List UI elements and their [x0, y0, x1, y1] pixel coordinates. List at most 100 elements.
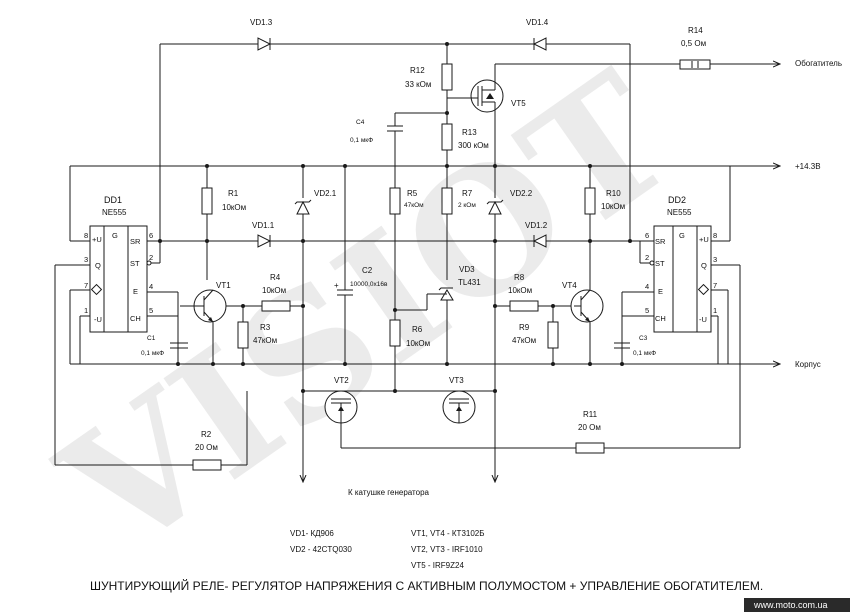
svg-text:3: 3 — [713, 255, 717, 264]
resistor-r13: R13 300 кОм — [441, 123, 489, 188]
legend-vt5: VT5 - IRF9Z24 — [411, 561, 464, 570]
svg-text:CH: CH — [655, 314, 666, 323]
svg-text:20 Ом: 20 Ом — [578, 423, 601, 432]
legend-vd1: VD1- КД906 — [290, 529, 334, 538]
resistor-r9: R9 47кОм — [512, 306, 559, 364]
resistor-r6: R6 10кОм — [389, 319, 430, 391]
svg-text:8: 8 — [713, 231, 717, 240]
svg-text:6: 6 — [645, 231, 649, 240]
svg-text:VT1: VT1 — [216, 281, 231, 290]
svg-text:+U: +U — [699, 235, 709, 244]
svg-text:+U: +U — [92, 235, 102, 244]
svg-text:-U: -U — [94, 315, 102, 324]
capacitor-c2: + C2 10000,0х16в — [334, 166, 388, 364]
legend-vt2-vt3: VT2, VT3 - IRF1010 — [411, 545, 483, 554]
svg-text:2 кОм: 2 кОм — [458, 202, 476, 209]
svg-text:VD1.1: VD1.1 — [252, 221, 275, 230]
svg-text:ST: ST — [655, 259, 665, 268]
footer-badge — [744, 598, 850, 612]
svg-text:10кОм: 10кОм — [262, 286, 286, 295]
svg-text:VD1.4: VD1.4 — [526, 18, 549, 27]
svg-text:SR: SR — [655, 237, 666, 246]
resistor-r7: R7 2 кОм — [441, 187, 476, 280]
svg-text:VD2.2: VD2.2 — [510, 189, 533, 198]
svg-text:R12: R12 — [410, 66, 425, 75]
svg-text:R3: R3 — [260, 323, 271, 332]
svg-text:G: G — [679, 231, 685, 240]
svg-text:3: 3 — [84, 255, 88, 264]
svg-text:R9: R9 — [519, 323, 530, 332]
svg-text:1: 1 — [84, 306, 88, 315]
resistor-r11: R11 20 Ом — [341, 410, 740, 454]
svg-text:4: 4 — [645, 282, 649, 291]
resistor-r5: R5 47кОм — [389, 187, 424, 320]
svg-text:0,1 мкФ: 0,1 мкФ — [141, 350, 164, 357]
svg-text:R14: R14 — [688, 26, 703, 35]
chip-dd1: DD1 NE555 +U Q -U G SR ST E CH 8 3 7 1 6… — [54, 166, 179, 465]
resistor-r3: R3 47кОм — [237, 306, 277, 364]
svg-text:10кОм: 10кОм — [601, 202, 625, 211]
svg-text:8: 8 — [84, 231, 88, 240]
svg-text:10000,0х16в: 10000,0х16в — [350, 281, 388, 288]
svg-text:2: 2 — [645, 253, 649, 262]
svg-text:Q: Q — [701, 261, 707, 270]
mosfet-vt3: VT3 — [395, 376, 495, 424]
parts-legend: VD1- КД906 VD2 - 42CTQ030 VT1, VT4 - КТ3… — [290, 529, 485, 570]
svg-text:E: E — [133, 287, 138, 296]
resistor-r1: R1 10кОм — [201, 166, 246, 280]
schematic-title: ШУНТИРУЮЩИЙ РЕЛЕ- РЕГУЛЯТОР НАПРЯЖЕНИЯ С… — [90, 578, 763, 593]
supply-output-label: +14.3В — [795, 162, 821, 171]
svg-text:SR: SR — [130, 237, 141, 246]
svg-text:10кОм: 10кОм — [406, 339, 430, 348]
svg-text:R4: R4 — [270, 273, 281, 282]
svg-text:TL431: TL431 — [458, 278, 481, 287]
svg-text:0,5 Ом: 0,5 Ом — [681, 39, 706, 48]
resistor-r10: R10 10кОм — [584, 166, 625, 290]
dd2-ref: DD2 — [668, 195, 686, 205]
svg-text:-U: -U — [699, 315, 707, 324]
capacitor-c1: C1 0,1 мкФ — [141, 315, 188, 364]
svg-text:ST: ST — [130, 259, 140, 268]
svg-text:VD2.1: VD2.1 — [314, 189, 337, 198]
svg-text:C3: C3 — [639, 335, 648, 342]
dd2-type: NE555 — [667, 208, 692, 217]
svg-text:R8: R8 — [514, 273, 525, 282]
svg-text:47кОм: 47кОм — [253, 336, 277, 345]
svg-text:7: 7 — [84, 281, 88, 290]
svg-text:VT2: VT2 — [334, 376, 349, 385]
svg-text:47кОм: 47кОм — [404, 202, 424, 209]
svg-text:R13: R13 — [462, 128, 477, 137]
svg-text:6: 6 — [149, 231, 153, 240]
svg-text:R2: R2 — [201, 430, 212, 439]
chip-dd2: DD2 NE555 SR ST E CH G +U Q -U 6 2 4 5 8… — [621, 166, 741, 448]
svg-text:1: 1 — [713, 306, 717, 315]
mosfet-vt2: VT2 — [303, 376, 395, 448]
dd1-ref: DD1 — [104, 195, 122, 205]
svg-text:0,1 мкФ: 0,1 мкФ — [350, 137, 373, 144]
transistor-vt4: VT4 — [562, 281, 604, 364]
resistor-r8: R8 10кОм — [495, 273, 574, 312]
svg-text:2: 2 — [149, 253, 153, 262]
svg-text:33 кОм: 33 кОм — [405, 80, 431, 89]
svg-text:10кОм: 10кОм — [508, 286, 532, 295]
svg-text:R10: R10 — [606, 189, 621, 198]
resistor-r14: R14 0,5 Ом — [679, 26, 711, 70]
legend-vd2: VD2 - 42CTQ030 — [290, 545, 352, 554]
svg-text:VD1.2: VD1.2 — [525, 221, 548, 230]
diode-vd11: VD1.1 — [252, 221, 275, 248]
diode-vd13: VD1.3 — [250, 18, 273, 51]
svg-text:E: E — [658, 287, 663, 296]
dd1-type: NE555 — [102, 208, 127, 217]
svg-text:R7: R7 — [462, 189, 473, 198]
svg-text:47кОм: 47кОм — [512, 336, 536, 345]
svg-text:4: 4 — [149, 282, 153, 291]
svg-text:VD1.3: VD1.3 — [250, 18, 273, 27]
svg-text:R1: R1 — [228, 189, 239, 198]
heater-output-label: Обогатитель — [795, 59, 842, 68]
svg-text:R5: R5 — [407, 189, 418, 198]
capacitor-c4: C4 0,1 мкФ — [350, 112, 447, 188]
svg-text:VD3: VD3 — [459, 265, 475, 274]
svg-text:20 Ом: 20 Ом — [195, 443, 218, 452]
junctions — [158, 42, 632, 393]
